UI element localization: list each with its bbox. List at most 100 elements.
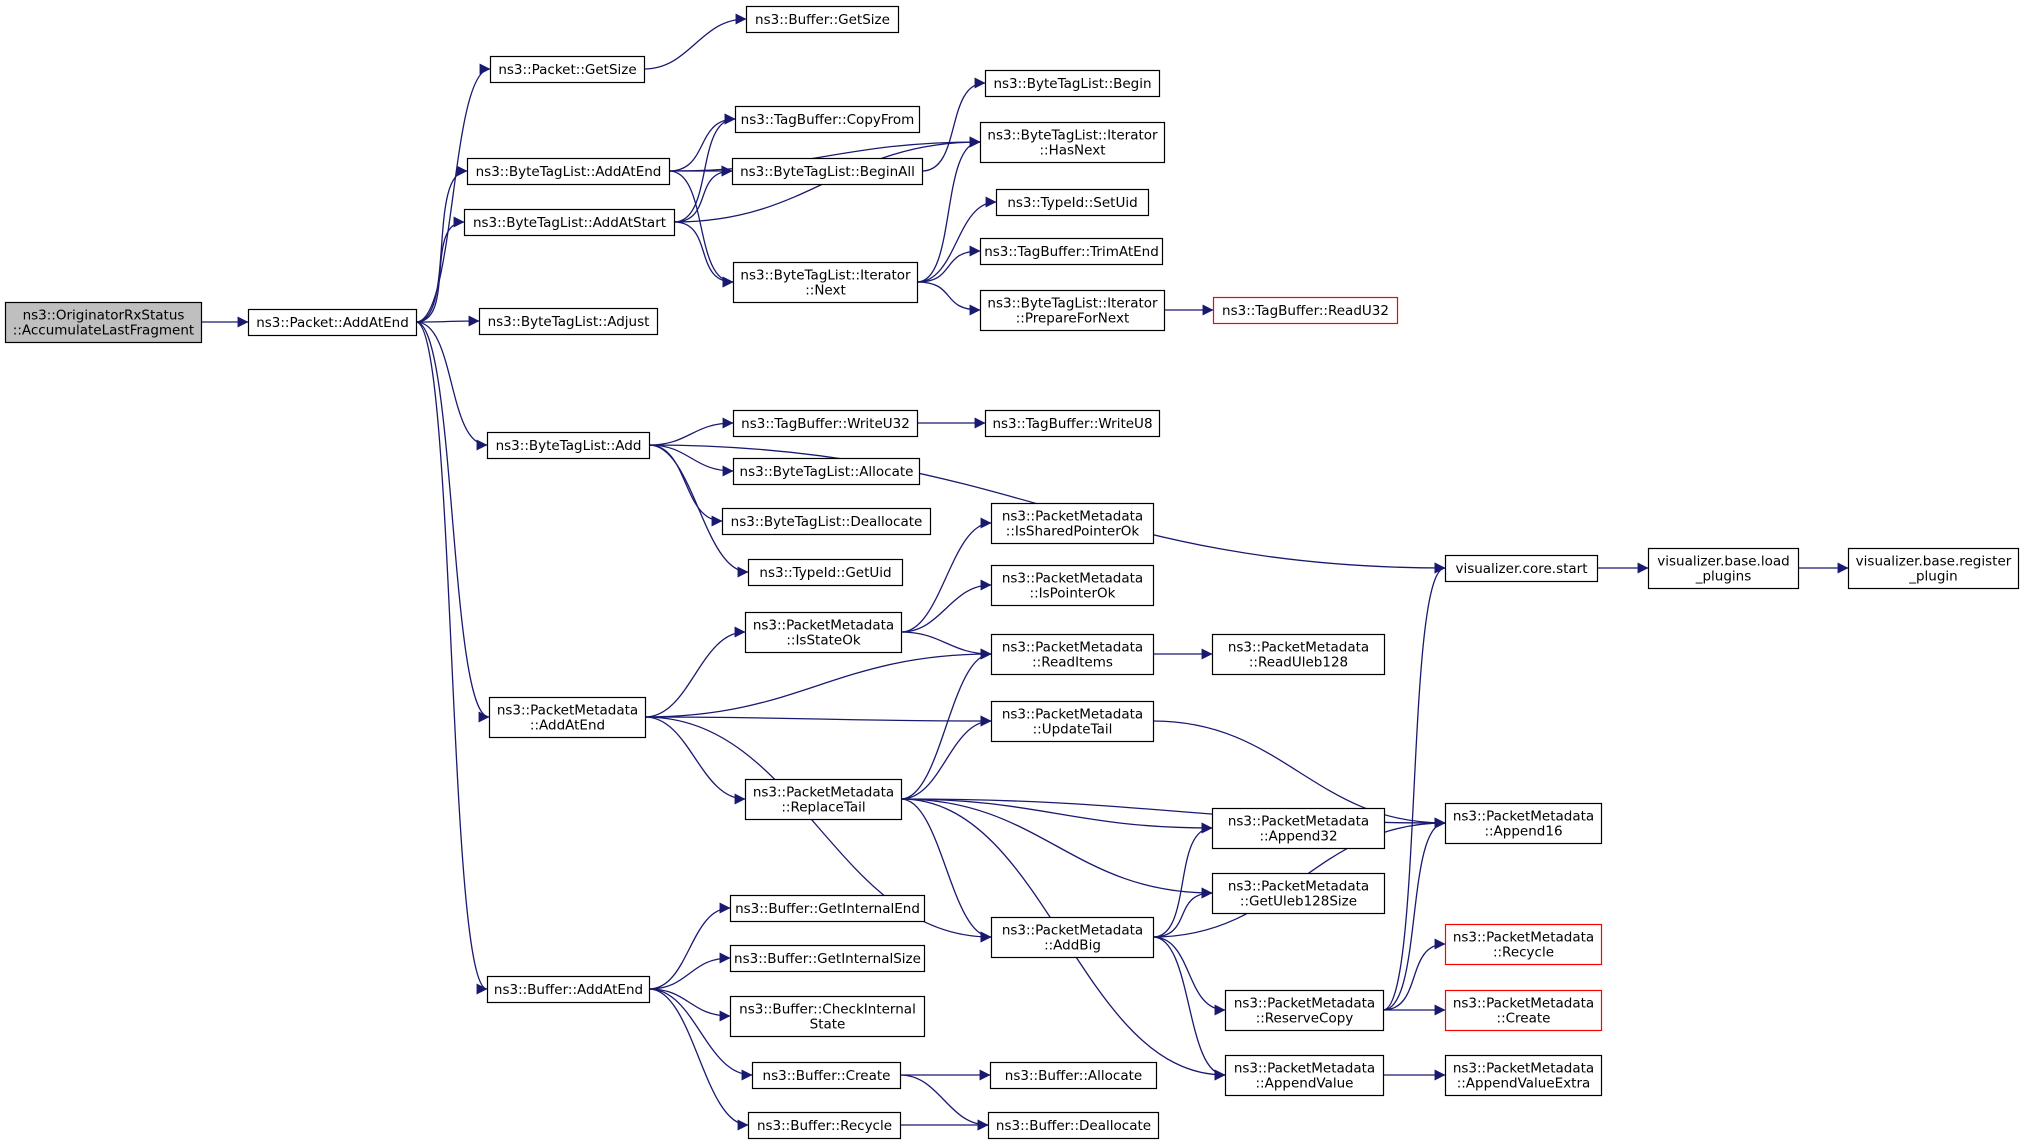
node-buf-allocate[interactable]: ns3::Buffer::Allocate — [989, 1061, 1158, 1090]
edge-btl_beginall-to-btl_begin — [921, 77, 986, 172]
node-box — [1444, 1054, 1603, 1097]
node-box — [486, 431, 651, 460]
node-label: ::IsStateOk — [786, 633, 860, 649]
node-pm-issharedpointerok[interactable]: ns3::PacketMetadata::IsSharedPointerOk — [990, 502, 1155, 545]
node-pm-addbig[interactable]: ns3::PacketMetadata::AddBig — [990, 916, 1155, 959]
node-pm-ispointerok[interactable]: ns3::PacketMetadata::IsPointerOk — [990, 564, 1155, 607]
node-label: ::ReserveCopy — [1256, 1011, 1354, 1027]
node-btl-allocate[interactable]: ns3::ByteTagList::Allocate — [732, 457, 921, 486]
node-box — [987, 1111, 1160, 1140]
node-btl-beginall[interactable]: ns3::ByteTagList::BeginAll — [731, 157, 924, 186]
node-tb-trimatend[interactable]: ns3::TagBuffer::TrimAtEnd — [979, 237, 1164, 266]
node-btli-preparefornext[interactable]: ns3::ByteTagList::Iterator::PrepareForNe… — [979, 289, 1166, 332]
node-btl-begin[interactable]: ns3::ByteTagList::Begin — [984, 69, 1161, 98]
node-pm-append32[interactable]: ns3::PacketMetadata::Append32 — [1211, 807, 1386, 850]
edge-btl_add-to-btl_allocate — [648, 444, 734, 477]
node-tb-writeu32[interactable]: ns3::TagBuffer::WriteU32 — [732, 409, 919, 438]
node-pm-appendvalueextra[interactable]: ns3::PacketMetadata::AppendValueExtra — [1444, 1054, 1603, 1097]
node-typeid-getuid[interactable]: ns3::TypeId::GetUid — [747, 558, 904, 587]
node-buf-getinternalend[interactable]: ns3::Buffer::GetInternalEnd — [729, 894, 926, 923]
node-label: visualizer.base.register — [1856, 554, 2012, 570]
edge-btl_add-to-btl_deallocate — [648, 444, 723, 527]
node-tb-readu32[interactable]: ns3::TagBuffer::ReadU32 — [1212, 296, 1399, 325]
node-btli-next[interactable]: ns3::ByteTagList::Iterator::Next — [732, 261, 919, 304]
node-label: ns3::Buffer::Deallocate — [996, 1118, 1151, 1134]
node-btl-addatstart[interactable]: ns3::ByteTagList::AddAtStart — [463, 208, 676, 237]
edge-pm_reservecopy-to-pm_append16 — [1382, 817, 1446, 1011]
node-pm-getuleb128size[interactable]: ns3::PacketMetadata::GetUleb128Size — [1211, 872, 1386, 915]
node-label: ::PrepareForNext — [1016, 311, 1130, 327]
node-label: ns3::PacketMetadata — [1002, 640, 1143, 656]
node-box — [990, 502, 1155, 545]
edge-btli_next-to-btli_hasnext — [916, 136, 981, 283]
node-label: ::ReplaceTail — [781, 800, 865, 816]
node-buf-getinternalsize[interactable]: ns3::Buffer::GetInternalSize — [729, 944, 926, 973]
node-label: ns3::PacketMetadata — [497, 703, 638, 719]
node-vis-register-plugin[interactable]: visualizer.base.register_plugin — [1847, 547, 2020, 590]
node-label: ns3::Buffer::GetSize — [755, 12, 890, 28]
node-label: ns3::Buffer::CheckInternal — [739, 1002, 916, 1018]
node-box — [729, 995, 926, 1038]
node-pm-recycle[interactable]: ns3::PacketMetadata::Recycle — [1444, 923, 1603, 966]
node-root[interactable]: ns3::OriginatorRxStatus::AccumulateLastF… — [4, 301, 203, 344]
node-label: visualizer.core.start — [1455, 561, 1587, 577]
node-pm-create[interactable]: ns3::PacketMetadata::Create — [1444, 989, 1603, 1032]
node-btl-adjust[interactable]: ns3::ByteTagList::Adjust — [478, 307, 659, 336]
node-label: ns3::TypeId::SetUid — [1007, 195, 1137, 211]
node-pm-appendvalue[interactable]: ns3::PacketMetadata::AppendValue — [1224, 1054, 1385, 1097]
edge-pkt_addatend-to-pkt_getsize — [415, 63, 491, 323]
node-label: _plugins — [1695, 569, 1752, 585]
node-label: ns3::ByteTagList::Iterator — [740, 268, 911, 284]
node-pm-readuleb128[interactable]: ns3::PacketMetadata::ReadUleb128 — [1211, 633, 1386, 676]
edge-btl_addatstart-to-btl_beginall — [673, 165, 733, 223]
node-buf-recycle[interactable]: ns3::Buffer::Recycle — [747, 1111, 902, 1140]
node-pm-readitems[interactable]: ns3::PacketMetadata::ReadItems — [990, 633, 1155, 676]
node-pm-isstateok[interactable]: ns3::PacketMetadata::IsStateOk — [744, 611, 903, 654]
node-tb-copyfrom[interactable]: ns3::TagBuffer::CopyFrom — [734, 105, 921, 134]
node-label: ::Next — [805, 283, 846, 299]
node-typeid-setuid[interactable]: ns3::TypeId::SetUid — [995, 188, 1150, 217]
edge-pm_isstateok-to-pm_issharedpointerok — [900, 517, 992, 633]
node-buf-create[interactable]: ns3::Buffer::Create — [751, 1061, 902, 1090]
node-pm-updatetail[interactable]: ns3::PacketMetadata::UpdateTail — [990, 700, 1155, 743]
node-label: ::AddBig — [1044, 938, 1101, 954]
edge-pm_addbig-to-pm_append32 — [1152, 822, 1213, 938]
edge-pm_replacetail-to-pm_readitems — [900, 648, 992, 800]
node-btl-add[interactable]: ns3::ByteTagList::Add — [486, 431, 651, 460]
node-pm-append16[interactable]: ns3::PacketMetadata::Append16 — [1444, 802, 1603, 845]
node-box — [744, 778, 903, 821]
node-pkt-getsize[interactable]: ns3::Packet::GetSize — [489, 55, 646, 84]
node-buf-deallocate[interactable]: ns3::Buffer::Deallocate — [987, 1111, 1160, 1140]
node-buf-getsize[interactable]: ns3::Buffer::GetSize — [745, 5, 900, 34]
node-tb-writeu8[interactable]: ns3::TagBuffer::WriteU8 — [984, 409, 1161, 438]
node-box — [489, 55, 646, 84]
node-pm-replacetail[interactable]: ns3::PacketMetadata::ReplaceTail — [744, 778, 903, 821]
node-buf-addatend[interactable]: ns3::Buffer::AddAtEnd — [486, 975, 651, 1004]
node-label: ns3::OriginatorRxStatus — [23, 308, 185, 324]
node-label: ns3::TagBuffer::TrimAtEnd — [984, 244, 1159, 260]
node-label: ns3::TagBuffer::ReadU32 — [1222, 303, 1389, 319]
node-vis-core-start[interactable]: visualizer.core.start — [1444, 554, 1599, 583]
node-box — [1444, 554, 1599, 583]
edge-pkt_addatend-to-btl_adjust — [415, 315, 480, 327]
node-box — [721, 507, 932, 536]
edge-pkt_getsize-to-buf_getsize — [643, 13, 747, 70]
node-btl-deallocate[interactable]: ns3::ByteTagList::Deallocate — [721, 507, 932, 536]
node-box — [744, 611, 903, 654]
edge-pm_replacetail-to-pm_addbig — [900, 798, 992, 943]
node-btli-hasnext[interactable]: ns3::ByteTagList::Iterator::HasNext — [979, 121, 1166, 164]
node-box — [732, 261, 919, 304]
node-vis-load-plugins[interactable]: visualizer.base.load_plugins — [1647, 547, 1800, 590]
node-btl-addatend[interactable]: ns3::ByteTagList::AddAtEnd — [466, 157, 671, 186]
node-label: ::AddAtEnd — [530, 718, 605, 734]
edge-pm_addbig-to-pm_reservecopy — [1152, 936, 1226, 1016]
edge-buf_addatend-to-buf_checkinternalstate — [648, 988, 731, 1022]
node-pm-addatend[interactable]: ns3::PacketMetadata::AddAtEnd — [488, 696, 647, 739]
node-box — [990, 564, 1155, 607]
node-pkt-addatend[interactable]: ns3::Packet::AddAtEnd — [247, 308, 418, 337]
node-pm-reservecopy[interactable]: ns3::PacketMetadata::ReserveCopy — [1224, 989, 1385, 1032]
node-box — [1444, 802, 1603, 845]
node-box — [979, 289, 1166, 332]
node-box — [990, 916, 1155, 959]
